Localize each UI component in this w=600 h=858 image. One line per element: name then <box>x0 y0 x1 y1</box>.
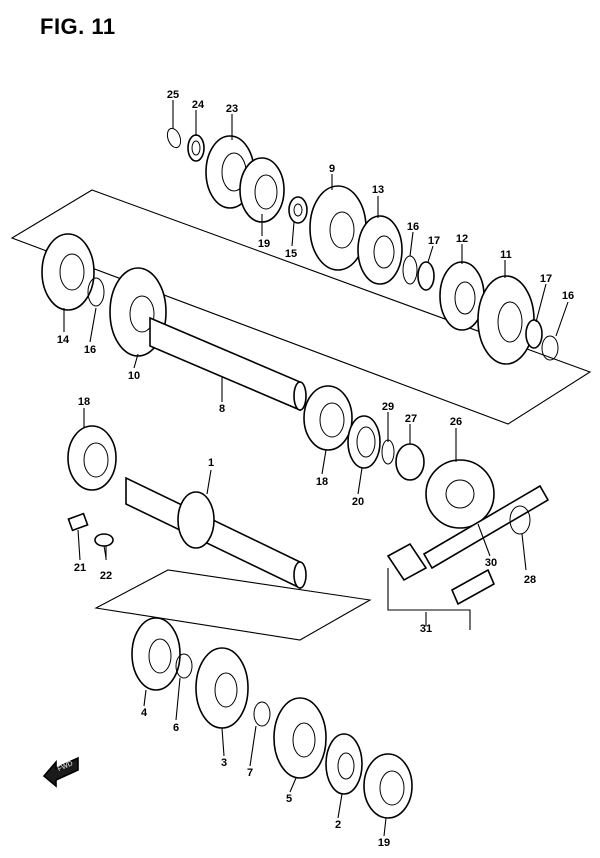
callout-19-upper: 19 <box>258 238 270 250</box>
circlip-16-left <box>87 277 105 307</box>
callout-24: 24 <box>192 99 205 111</box>
shaft-8 <box>149 316 307 412</box>
nut-21 <box>67 512 89 532</box>
fwd-arrow-icon: FWD <box>42 756 79 788</box>
callout-18-mid: 18 <box>316 476 328 488</box>
callout-15: 15 <box>285 248 297 260</box>
callout-27: 27 <box>405 413 417 425</box>
callout-25: 25 <box>167 89 179 101</box>
callout-23: 23 <box>226 103 238 115</box>
washer-17-upper <box>417 261 435 291</box>
callout-6: 6 <box>173 722 179 734</box>
gear-14 <box>41 233 95 311</box>
gear-2 <box>325 733 363 795</box>
circlip-6 <box>175 653 193 679</box>
circlip-28 <box>509 505 531 535</box>
shaft-1 <box>125 476 307 590</box>
callout-9: 9 <box>329 163 335 175</box>
circlip-16-upper <box>402 255 418 285</box>
callout-10: 10 <box>128 370 140 382</box>
bolt-22 <box>94 533 114 559</box>
callout-labels: 25 24 23 19 15 9 13 16 17 12 11 17 16 14… <box>57 89 574 849</box>
bearing-19-lower <box>363 753 413 819</box>
gear-9 <box>309 185 367 271</box>
callout-12: 12 <box>456 233 468 245</box>
gear-13 <box>357 215 403 285</box>
callout-26: 26 <box>450 416 462 428</box>
circlip-25 <box>166 127 182 149</box>
callout-18-left: 18 <box>78 396 90 408</box>
callout-30: 30 <box>485 557 497 569</box>
figure-title: FIG. 11 <box>40 14 116 39</box>
lower-group-outline <box>94 569 372 641</box>
gear-3 <box>195 647 249 729</box>
oil-seal-20 <box>347 415 381 469</box>
callout-28: 28 <box>524 574 536 586</box>
washer-17-right <box>525 319 543 349</box>
callout-5: 5 <box>286 793 292 805</box>
gear-4 <box>131 617 181 691</box>
callout-19-lower: 19 <box>378 837 390 849</box>
gear-11 <box>477 275 535 365</box>
callout-1: 1 <box>208 457 214 469</box>
callout-22: 22 <box>100 570 112 582</box>
sprocket-26 <box>425 459 495 529</box>
leader-lines <box>63 100 569 837</box>
washer-15 <box>288 196 308 224</box>
callout-8: 8 <box>219 403 225 415</box>
callout-17-upper: 17 <box>428 235 440 247</box>
callout-16-left: 16 <box>84 344 96 356</box>
callout-21: 21 <box>74 562 86 574</box>
bearing-19-upper <box>239 157 285 223</box>
callout-20: 20 <box>352 496 364 508</box>
callout-2: 2 <box>335 819 341 831</box>
callout-7: 7 <box>247 767 253 779</box>
callout-13: 13 <box>372 184 384 196</box>
callout-14: 14 <box>57 334 70 346</box>
callout-4: 4 <box>141 707 148 719</box>
callout-31: 31 <box>420 623 432 635</box>
callout-29: 29 <box>382 401 394 413</box>
callout-16-right: 16 <box>562 290 574 302</box>
gear-5 <box>273 697 327 779</box>
washer-24 <box>187 134 205 162</box>
upper-group-outline <box>10 189 592 425</box>
callout-3: 3 <box>221 757 227 769</box>
spacer-27 <box>395 443 425 481</box>
bearing-18-lower <box>67 425 117 491</box>
bearing-18-upper <box>303 385 353 451</box>
callout-11: 11 <box>500 249 512 261</box>
callout-16-upper: 16 <box>407 221 419 233</box>
oring-29 <box>381 439 395 465</box>
callout-17-right: 17 <box>540 273 552 285</box>
circlip-7 <box>253 701 271 727</box>
circlip-16-right <box>541 335 559 361</box>
